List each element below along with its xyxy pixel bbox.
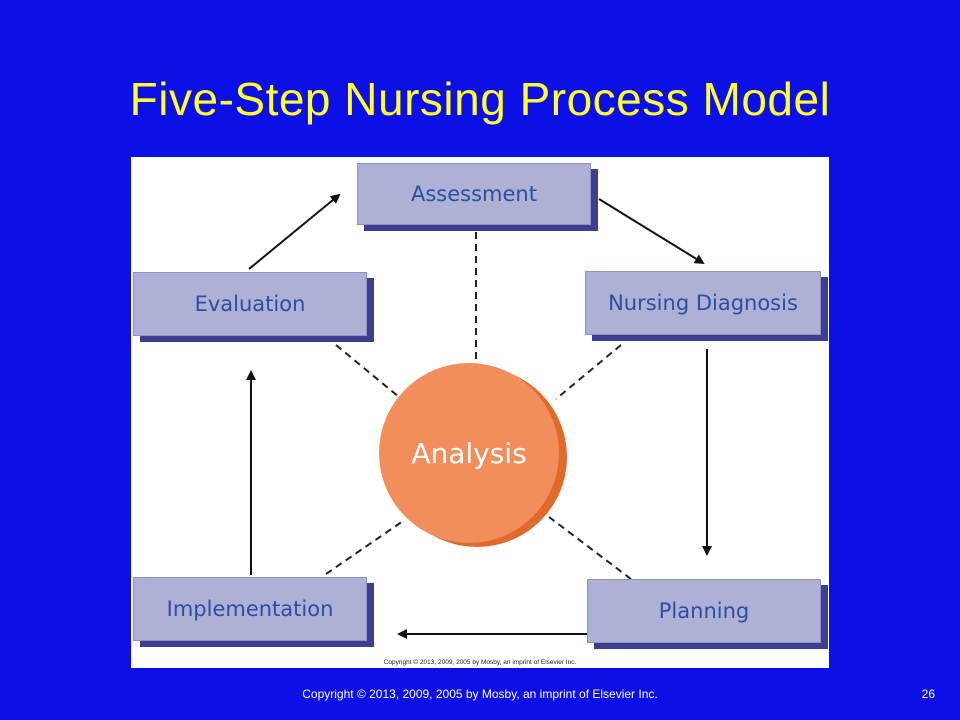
step-planning: Planning xyxy=(587,579,821,643)
slide-footer-copyright: Copyright © 2013, 2009, 2005 by Mosby, a… xyxy=(302,687,658,701)
dashed-spoke-planning xyxy=(548,516,632,580)
slide-page-number: 26 xyxy=(921,687,935,701)
slide-title: Five-Step Nursing Process Model xyxy=(129,73,831,125)
step-implementation: Implementation xyxy=(133,577,367,641)
dashed-spoke-evaluation xyxy=(335,344,400,398)
arrow-assessment-to-diagnosis xyxy=(598,198,705,265)
center-analysis-label: Analysis xyxy=(411,436,527,470)
dashed-spoke-nursing-diagnosis xyxy=(555,344,622,400)
arrow-evaluation-to-assessment xyxy=(248,193,341,270)
center-analysis-circle: Analysis xyxy=(379,363,559,543)
diagram-connectors xyxy=(246,193,712,639)
step-assessment: Assessment xyxy=(357,163,591,225)
step-evaluation: Evaluation xyxy=(133,272,367,336)
step-nursing-diagnosis: Nursing Diagnosis xyxy=(585,271,821,335)
dashed-spoke-implementation xyxy=(325,520,404,575)
figure-copyright: Copyright © 2013, 2009, 2005 by Mosby, a… xyxy=(383,659,577,666)
nursing-process-diagram: Assessment Nursing Diagnosis Planning Im… xyxy=(131,157,829,668)
